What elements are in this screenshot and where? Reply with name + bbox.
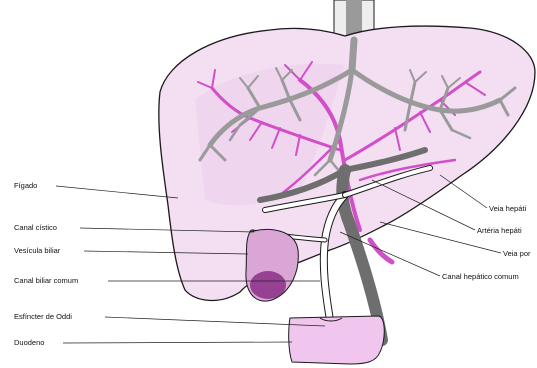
label-veia-porta: Veia por — [503, 249, 531, 258]
label-vesicula-biliar: Vesícula biliar — [14, 246, 61, 255]
label-figado: Fígado — [14, 181, 37, 190]
gallbladder — [246, 229, 298, 301]
label-duodeno: Duodeno — [14, 338, 44, 347]
label-veia-hepatica: Veia hepáti — [489, 204, 526, 213]
label-canal-biliar-comum: Canal biliar comum — [14, 276, 78, 285]
label-canal-hepatico-comum: Canal hepático comum — [442, 272, 519, 281]
label-canal-cistico: Canal cístico — [14, 223, 57, 232]
duodenum — [289, 316, 385, 364]
label-arteria-hepatica: Artéria hepáti — [477, 226, 522, 235]
label-esfincter-oddi: Esfíncter de Oddi — [14, 312, 72, 321]
